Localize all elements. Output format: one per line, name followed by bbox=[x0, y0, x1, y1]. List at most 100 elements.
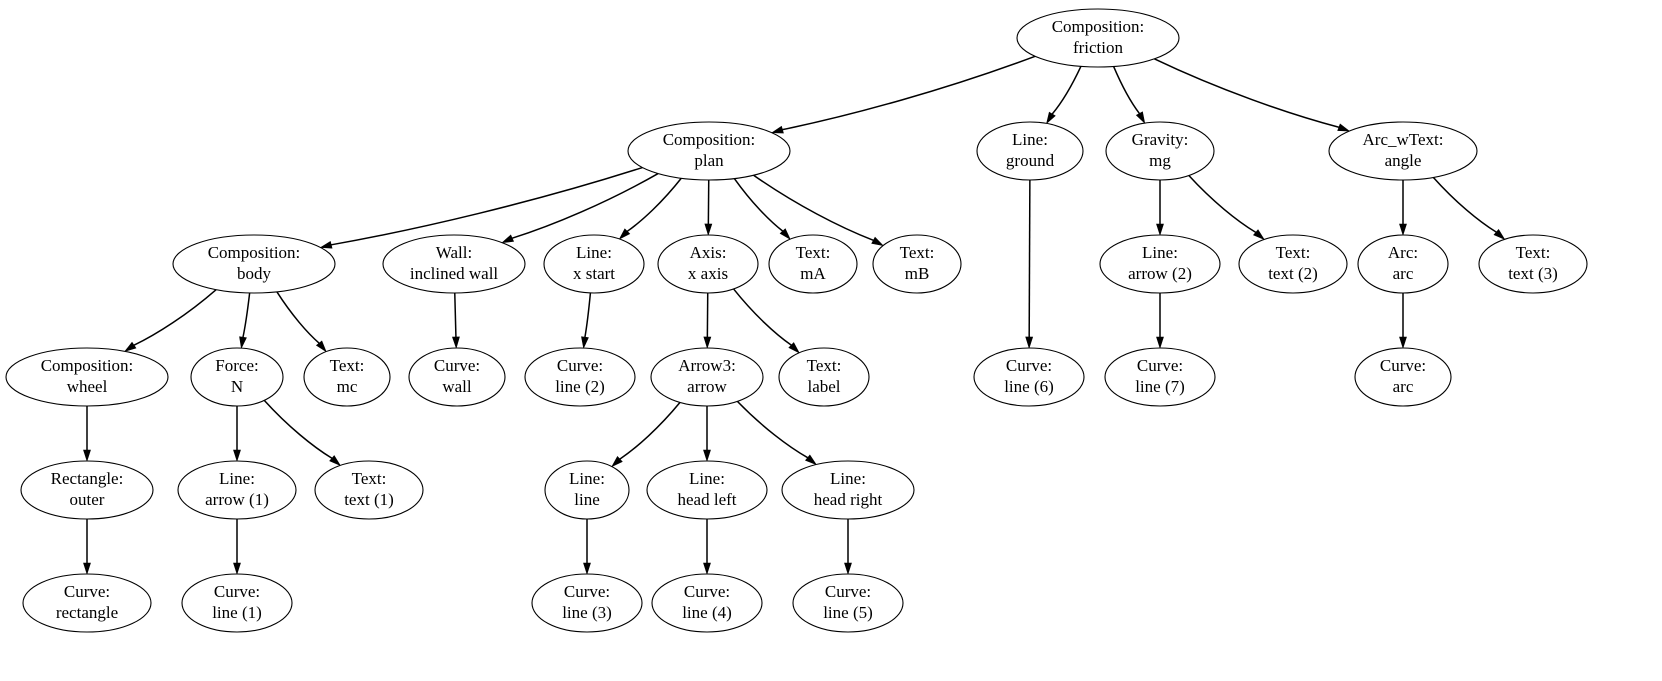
graph-node-line3[interactable]: Curve:line (3) bbox=[531, 573, 643, 633]
node-shape-xaxis[interactable] bbox=[657, 234, 759, 294]
node-shape-body[interactable] bbox=[172, 234, 336, 294]
node-shape-arrow1[interactable] bbox=[177, 460, 297, 520]
graph-node-arc2[interactable]: Curve:arc bbox=[1354, 347, 1452, 407]
node-shape-ground[interactable] bbox=[976, 121, 1084, 181]
graph-node-text2[interactable]: Text: text (2) bbox=[1238, 234, 1348, 294]
node-name-label: wall bbox=[442, 377, 472, 396]
graph-node-inclinedwall[interactable]: Wall:inclined wall bbox=[382, 234, 526, 294]
node-shape-label[interactable] bbox=[778, 347, 870, 407]
graph-node-text3[interactable]: Text:text (3) bbox=[1478, 234, 1588, 294]
node-shape-arrow2[interactable] bbox=[1099, 234, 1221, 294]
node-shape-line5[interactable] bbox=[792, 573, 904, 633]
graph-node-mc[interactable]: Text:mc bbox=[303, 347, 391, 407]
node-shape-headleft[interactable] bbox=[646, 460, 768, 520]
node-shape-inclinedwall[interactable] bbox=[382, 234, 526, 294]
graph-node-mA[interactable]: Text:mA bbox=[768, 234, 858, 294]
node-shape-outer[interactable] bbox=[20, 460, 154, 520]
graph-node-mB[interactable]: Text:mB bbox=[872, 234, 962, 294]
edge-plan-to-xstart bbox=[626, 177, 682, 232]
graph-node-body[interactable]: Composition:body bbox=[172, 234, 336, 294]
graph-node-wall[interactable]: Curve:wall bbox=[408, 347, 506, 407]
node-shape-arrow[interactable] bbox=[650, 347, 764, 407]
node-shape-arc2[interactable] bbox=[1354, 347, 1452, 407]
graph-node-line2[interactable]: Curve:line (2) bbox=[524, 347, 636, 407]
graph-node-line[interactable]: Line:line bbox=[544, 460, 630, 520]
graph-node-arrow[interactable]: Arrow3:arrow bbox=[650, 347, 764, 407]
node-shape-arc[interactable] bbox=[1357, 234, 1449, 294]
edge-plan-to-body bbox=[331, 166, 643, 246]
node-shape-rectangle[interactable] bbox=[22, 573, 152, 633]
graph-node-arrow2[interactable]: Line:arrow (2) bbox=[1099, 234, 1221, 294]
graph-node-arrow1[interactable]: Line:arrow (1) bbox=[177, 460, 297, 520]
graph-node-headleft[interactable]: Line:head left bbox=[646, 460, 768, 520]
node-shape-text1[interactable] bbox=[314, 460, 424, 520]
node-shape-mg[interactable] bbox=[1105, 121, 1215, 181]
graph-node-headright[interactable]: Line:head right bbox=[781, 460, 915, 520]
edge-N-to-text1 bbox=[263, 399, 333, 459]
node-shape-line6[interactable] bbox=[973, 347, 1085, 407]
edge-ground-to-line6 bbox=[1028, 179, 1031, 338]
graph-node-line4[interactable]: Curve:line (4) bbox=[651, 573, 763, 633]
graph-node-plan[interactable]: Composition:plan bbox=[627, 121, 791, 181]
arrowhead-icon bbox=[1025, 336, 1034, 349]
node-name-label: friction bbox=[1073, 38, 1124, 57]
node-type-label: Arc: bbox=[1388, 243, 1418, 262]
graph-node-angle[interactable]: Arc_wText:angle bbox=[1328, 121, 1478, 181]
edge-body-to-N bbox=[242, 292, 251, 338]
node-name-label: mg bbox=[1149, 151, 1171, 170]
arrowhead-icon bbox=[501, 234, 515, 244]
node-shape-text2[interactable] bbox=[1238, 234, 1348, 294]
node-type-label: Curve: bbox=[214, 582, 260, 601]
node-name-label: text (2) bbox=[1268, 264, 1318, 283]
arrowhead-icon bbox=[1253, 229, 1265, 241]
node-shape-line7[interactable] bbox=[1104, 347, 1216, 407]
node-shape-wall[interactable] bbox=[408, 347, 506, 407]
graph-node-line6[interactable]: Curve:line (6) bbox=[973, 347, 1085, 407]
graph-node-wheel[interactable]: Composition:wheel bbox=[5, 347, 169, 407]
graph-node-friction[interactable]: Composition: friction bbox=[1016, 8, 1180, 68]
node-shape-line2[interactable] bbox=[524, 347, 636, 407]
node-type-label: Text: bbox=[1276, 243, 1311, 262]
node-shape-line1[interactable] bbox=[181, 573, 293, 633]
node-type-label: Curve: bbox=[1006, 356, 1052, 375]
node-shape-line3[interactable] bbox=[531, 573, 643, 633]
graph-node-text1[interactable]: Text:text (1) bbox=[314, 460, 424, 520]
graph-node-arc[interactable]: Arc:arc bbox=[1357, 234, 1449, 294]
graph-node-xstart[interactable]: Line:x start bbox=[543, 234, 645, 294]
node-shape-line4[interactable] bbox=[651, 573, 763, 633]
node-shape-text3[interactable] bbox=[1478, 234, 1588, 294]
node-shape-mA[interactable] bbox=[768, 234, 858, 294]
node-type-label: Composition: bbox=[663, 130, 756, 149]
graph-node-line1[interactable]: Curve:line (1) bbox=[181, 573, 293, 633]
edge-friction-to-plan bbox=[782, 55, 1036, 131]
graph-node-rectangle[interactable]: Curve:rectangle bbox=[22, 573, 152, 633]
graph-node-ground[interactable]: Line:ground bbox=[976, 121, 1084, 181]
arrowhead-icon bbox=[583, 562, 591, 575]
node-shape-mB[interactable] bbox=[872, 234, 962, 294]
node-shape-wheel[interactable] bbox=[5, 347, 169, 407]
node-shape-line[interactable] bbox=[544, 460, 630, 520]
graph-node-label[interactable]: Text:label bbox=[778, 347, 870, 407]
node-shape-xstart[interactable] bbox=[543, 234, 645, 294]
node-shape-mc[interactable] bbox=[303, 347, 391, 407]
graph-node-mg[interactable]: Gravity:mg bbox=[1105, 121, 1215, 181]
node-shape-friction[interactable] bbox=[1016, 8, 1180, 68]
graph-node-N[interactable]: Force:N bbox=[190, 347, 284, 407]
node-name-label: text (1) bbox=[344, 490, 394, 509]
arrowhead-icon bbox=[1493, 228, 1506, 240]
node-type-label: Arc_wText: bbox=[1363, 130, 1444, 149]
node-type-label: Composition: bbox=[208, 243, 301, 262]
graph-node-outer[interactable]: Rectangle:outer bbox=[20, 460, 154, 520]
node-type-label: Line: bbox=[576, 243, 612, 262]
node-type-label: Line: bbox=[1012, 130, 1048, 149]
node-shape-headright[interactable] bbox=[781, 460, 915, 520]
graph-node-xaxis[interactable]: Axis:x axis bbox=[657, 234, 759, 294]
graph-node-line5[interactable]: Curve:line (5) bbox=[792, 573, 904, 633]
node-shape-plan[interactable] bbox=[627, 121, 791, 181]
node-shape-angle[interactable] bbox=[1328, 121, 1478, 181]
graph-node-line7[interactable]: Curve:line (7) bbox=[1104, 347, 1216, 407]
node-type-label: Composition: bbox=[1052, 17, 1145, 36]
node-shape-N[interactable] bbox=[190, 347, 284, 407]
arrowhead-icon bbox=[844, 562, 852, 575]
arrowhead-icon bbox=[319, 240, 333, 249]
